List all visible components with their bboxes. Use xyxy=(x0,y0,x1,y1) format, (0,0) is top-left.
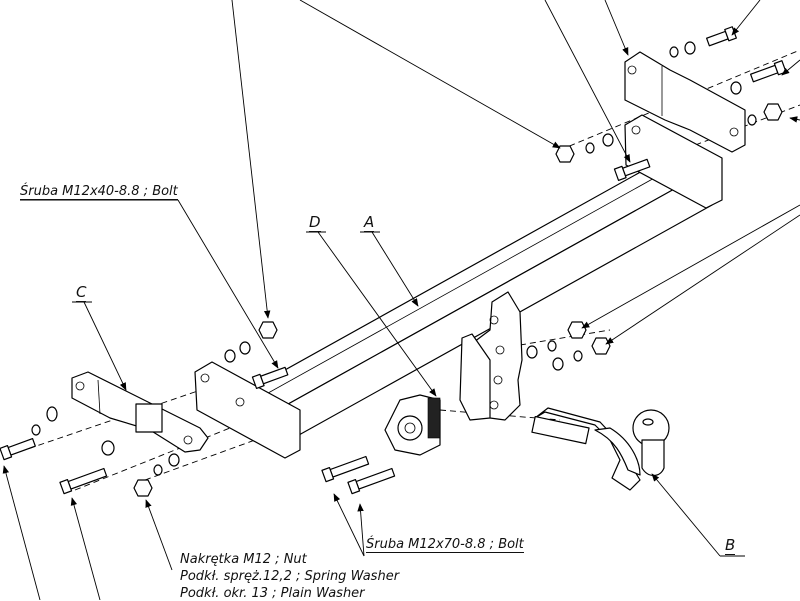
part-a-label: A xyxy=(364,213,375,232)
nuts-and-washers xyxy=(31,41,783,497)
right-beam-mounting-plate xyxy=(624,114,723,209)
spring-washer-label: Podkł. spręż.12,2 ; Spring Washer xyxy=(180,569,400,584)
right-side-bracket xyxy=(624,51,746,153)
left-side-bracket xyxy=(71,371,209,453)
part-d-label: D xyxy=(309,213,321,232)
left-beam-mounting-plate xyxy=(194,361,301,459)
socket-bracket xyxy=(384,394,441,456)
nut-label: Nakrętka M12 ; Nut xyxy=(180,552,307,567)
part-c-label: C xyxy=(76,283,87,302)
plain-washer-label: Podkł. okr. 13 ; Plain Washer xyxy=(180,586,365,601)
tow-ball-neck xyxy=(531,407,670,491)
ball-mounting-plate xyxy=(459,291,523,421)
bolt-m12x70-label: Śruba M12x70-8.8 ; Bolt xyxy=(366,537,524,553)
bolt-m12x40-label: Śruba M12x40-8.8 ; Bolt xyxy=(20,184,178,200)
part-b-label: B xyxy=(725,536,736,555)
